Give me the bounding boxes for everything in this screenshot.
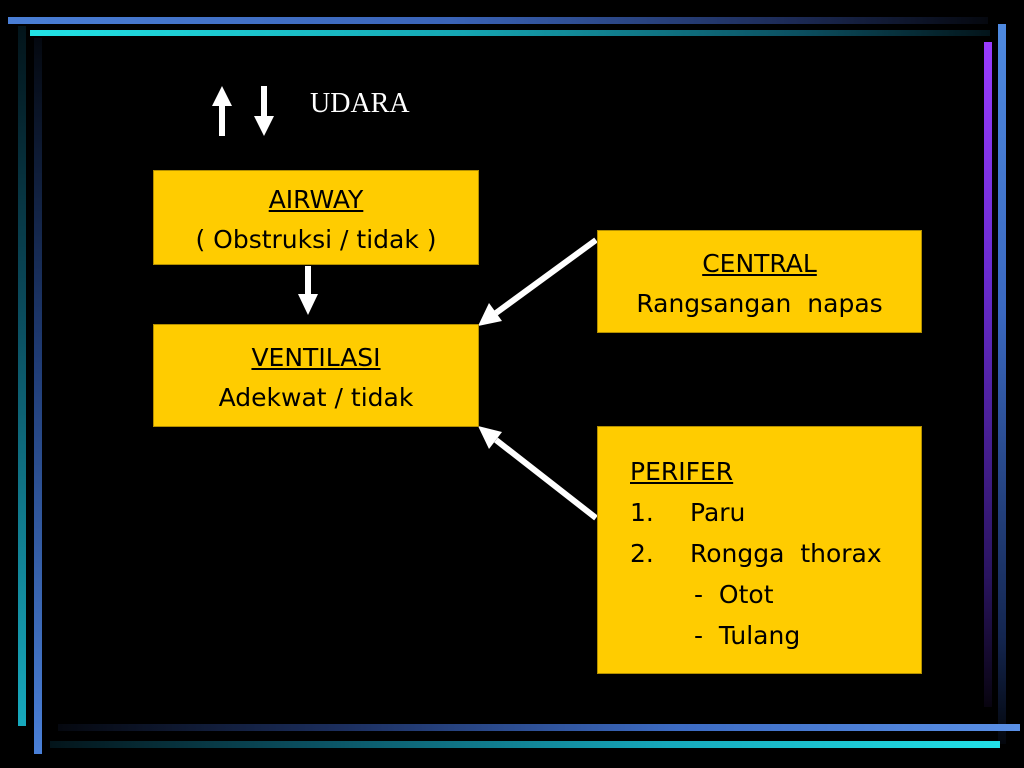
decorative-bar-top — [8, 17, 988, 24]
perifer-item-label: Rongga thorax — [690, 539, 882, 568]
ventilasi-box: VENTILASI Adekwat / tidak — [153, 324, 479, 427]
ventilasi-subtitle: Adekwat / tidak — [218, 383, 414, 412]
decorative-bar-bottom — [50, 741, 1000, 748]
perifer-item-rongga-thorax: 2. Rongga thorax — [630, 533, 921, 574]
airway-box: AIRWAY ( Obstruksi / tidak ) — [153, 170, 479, 265]
central-to-ventilasi-arrow — [478, 237, 598, 326]
central-box: CENTRAL Rangsangan napas — [597, 230, 922, 333]
airway-subtitle: ( Obstruksi / tidak ) — [195, 225, 437, 254]
perifer-item-paru: 1. Paru — [630, 492, 921, 533]
perifer-box: PERIFER 1. Paru 2. Rongga thorax - Otot - … — [597, 426, 922, 674]
perifer-item-number: 1. — [630, 498, 654, 527]
udara-label: UDARA — [310, 88, 410, 119]
airway-title: AIRWAY — [268, 185, 364, 214]
perifer-subitem-tulang: - Tulang — [694, 621, 801, 650]
ventilasi-title: VENTILASI — [251, 343, 381, 372]
perifer-to-ventilasi-arrow — [478, 426, 598, 521]
decorative-bar-bottom-inner — [58, 724, 1020, 731]
perifer-item-label: Paru — [690, 498, 746, 527]
perifer-item-number: 2. — [630, 539, 654, 568]
perifer-subitem-otot: - Otot — [694, 580, 774, 609]
decorative-bar-right-inner — [984, 42, 992, 707]
decorative-bar-top-inner — [30, 30, 990, 36]
air-up-arrow-icon — [212, 86, 232, 136]
decorative-bar-left-inner — [34, 38, 42, 754]
central-title: CENTRAL — [702, 249, 817, 278]
air-down-arrow-icon — [254, 86, 274, 136]
decorative-bar-right — [998, 24, 1006, 744]
central-subtitle: Rangsangan napas — [636, 289, 883, 318]
decorative-bar-left — [18, 26, 26, 726]
airway-to-ventilasi-arrow — [298, 266, 318, 315]
perifer-title: PERIFER — [630, 457, 734, 486]
